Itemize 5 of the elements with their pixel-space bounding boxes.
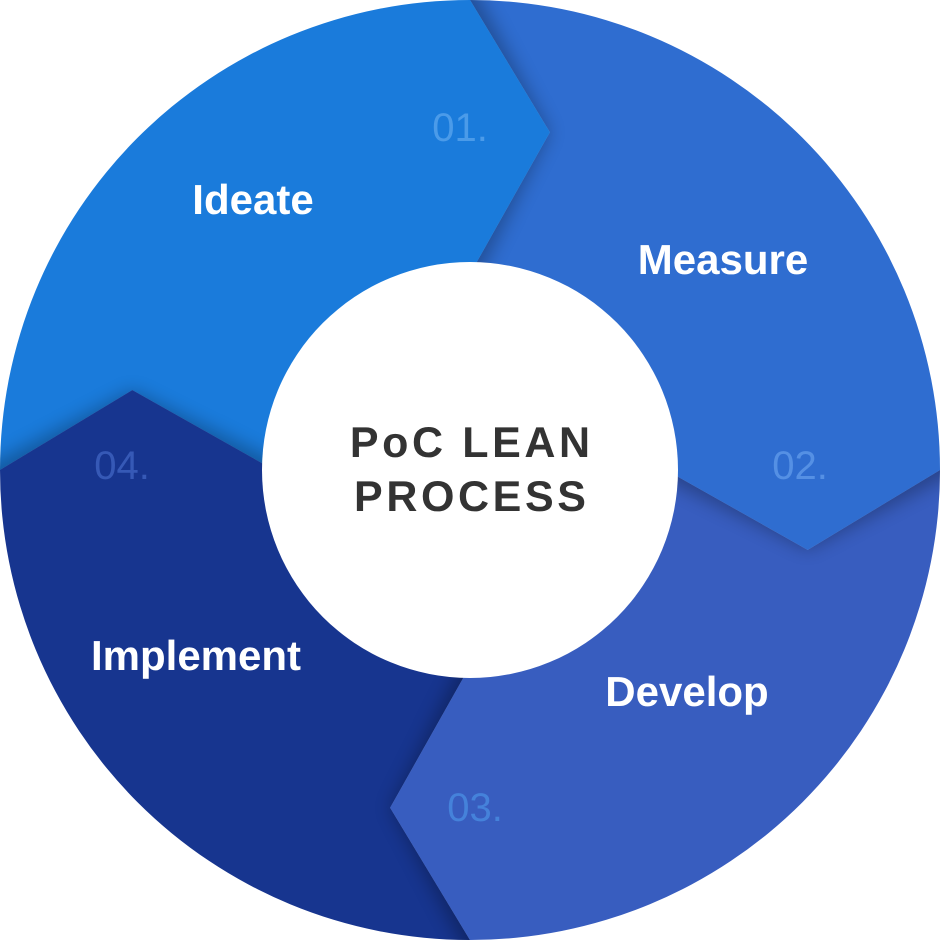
center-title: PoC LEAN PROCESS: [348, 418, 595, 523]
step-label: Implement: [90, 632, 302, 680]
step-label: Measure: [638, 236, 808, 284]
step-label: Ideate: [192, 176, 314, 224]
step-label: Develop: [605, 668, 769, 716]
